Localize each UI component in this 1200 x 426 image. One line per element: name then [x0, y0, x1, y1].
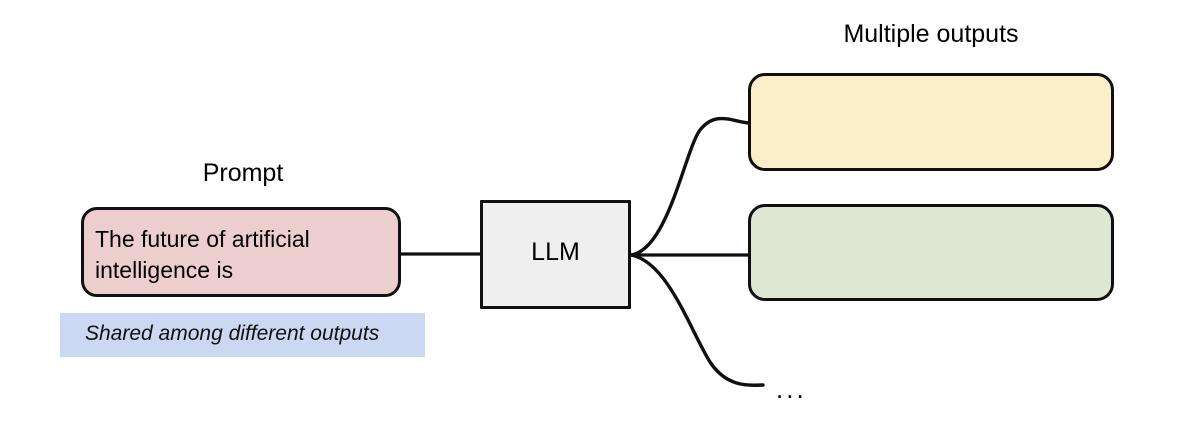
prompt-label: Prompt	[202, 159, 284, 187]
shared-note-box	[60, 313, 425, 357]
prompt-box[interactable]	[81, 207, 401, 297]
more-outputs-ellipsis: ...	[776, 374, 807, 404]
edge-llm-to-output-1	[629, 116, 751, 257]
prompt-text: The future of artificial intelligence is	[95, 226, 310, 283]
edge-llm-to-more-outputs	[629, 253, 765, 387]
shared-note-text: Shared among different outputs	[85, 322, 380, 345]
multiple-outputs-label: Multiple outputs	[843, 20, 1019, 48]
output-box-1[interactable]	[748, 73, 1114, 171]
llm-box[interactable]	[480, 200, 631, 309]
output-box-2[interactable]	[748, 204, 1114, 301]
llm-label: LLM	[531, 238, 580, 266]
